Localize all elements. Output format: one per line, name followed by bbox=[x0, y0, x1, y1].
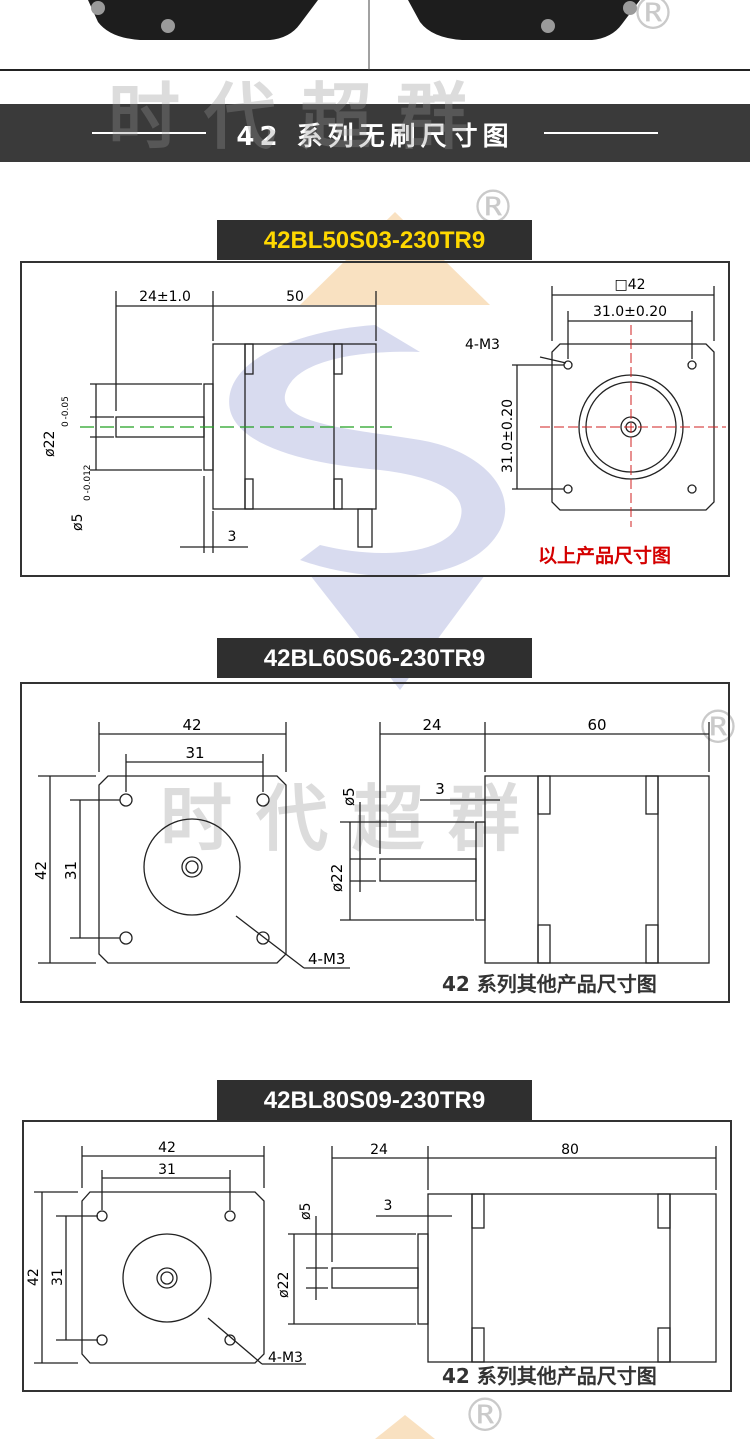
product-photo bbox=[0, 0, 750, 71]
watermark-text: 时代超群 bbox=[160, 776, 545, 861]
model-tag: 42BL50S03-230TR9 bbox=[217, 220, 532, 260]
dim-pilot-diameter: ø22 bbox=[42, 431, 58, 457]
dim-hole-pitch-h: 31.0±0.20 bbox=[593, 304, 667, 320]
dim-flange: 3 bbox=[435, 780, 445, 798]
registered-mark: ® bbox=[462, 1388, 508, 1442]
drawing-3: 42 31 42 31 4-M3 24 80 3 ø5 ø22 bbox=[26, 1140, 717, 1366]
dim-pitch-v: 31 bbox=[50, 1268, 66, 1286]
dim-holes: 4-M3 bbox=[308, 950, 345, 968]
drawing-caption: 42 系列其他产品尺寸图 bbox=[442, 1364, 657, 1388]
dim-shaft-diameter: ø5 bbox=[340, 787, 358, 806]
dim-shaft-diameter: ø5 bbox=[70, 514, 86, 531]
drawing-panel bbox=[22, 1120, 732, 1392]
dim-pitch: 31 bbox=[185, 744, 204, 762]
dim-square: □42 bbox=[614, 277, 645, 293]
drawing-1: 24±1.0 50 3 ø22 0 -0.05 ø5 0 -0.012 □42 … bbox=[42, 277, 726, 553]
drawing-panel bbox=[20, 261, 730, 577]
dim-shaft-length: 24 bbox=[370, 1142, 388, 1158]
dim-body-length: 80 bbox=[561, 1142, 579, 1158]
dim-pitch: 31 bbox=[158, 1162, 176, 1178]
model-tag: 42BL80S09-230TR9 bbox=[217, 1080, 532, 1120]
drawing-caption: 以上产品尺寸图 bbox=[538, 545, 672, 567]
dim-width: 42 bbox=[158, 1140, 176, 1156]
drawing-panel bbox=[20, 682, 730, 1003]
drawing-2: 42 31 42 31 4-M3 24 60 3 ø5 ø22 bbox=[32, 716, 710, 969]
section-banner: 42 系列无刷尺寸图 bbox=[0, 104, 750, 162]
dim-height: 42 bbox=[32, 861, 50, 880]
banner-rules bbox=[92, 132, 658, 134]
section-title: 42 系列无刷尺寸图 bbox=[236, 122, 514, 152]
dim-hole-pitch-v: 31.0±0.20 bbox=[500, 399, 516, 473]
dim-flange: 3 bbox=[384, 1198, 393, 1214]
model-tag: 42BL60S06-230TR9 bbox=[217, 638, 532, 678]
dim-body-length: 50 bbox=[286, 289, 304, 305]
dim-shaft-length: 24 bbox=[422, 716, 441, 734]
dim-pilot-diameter: ø22 bbox=[276, 1272, 292, 1298]
product-photo-strip bbox=[0, 0, 750, 72]
dim-pilot-diameter: ø22 bbox=[328, 864, 346, 892]
dim-width: 42 bbox=[182, 716, 201, 734]
dim-shaft-length: 24±1.0 bbox=[139, 289, 191, 305]
watermark-text: 时代超群 bbox=[108, 74, 493, 159]
dim-holes: 4-M3 bbox=[465, 337, 500, 353]
dim-shaft-tolerance: 0 -0.012 bbox=[83, 464, 93, 501]
dim-pitch-v: 31 bbox=[62, 861, 80, 880]
dim-shaft-diameter: ø5 bbox=[298, 1203, 314, 1220]
dim-height: 42 bbox=[26, 1268, 42, 1286]
registered-mark: ® bbox=[695, 700, 741, 754]
dim-holes: 4-M3 bbox=[268, 1350, 303, 1366]
drawing-caption: 42 系列其他产品尺寸图 bbox=[442, 972, 657, 996]
dim-body-length: 60 bbox=[587, 716, 606, 734]
dim-flange: 3 bbox=[228, 529, 237, 545]
registered-mark: ® bbox=[630, 0, 676, 40]
dim-pilot-tolerance: 0 -0.05 bbox=[61, 396, 71, 427]
